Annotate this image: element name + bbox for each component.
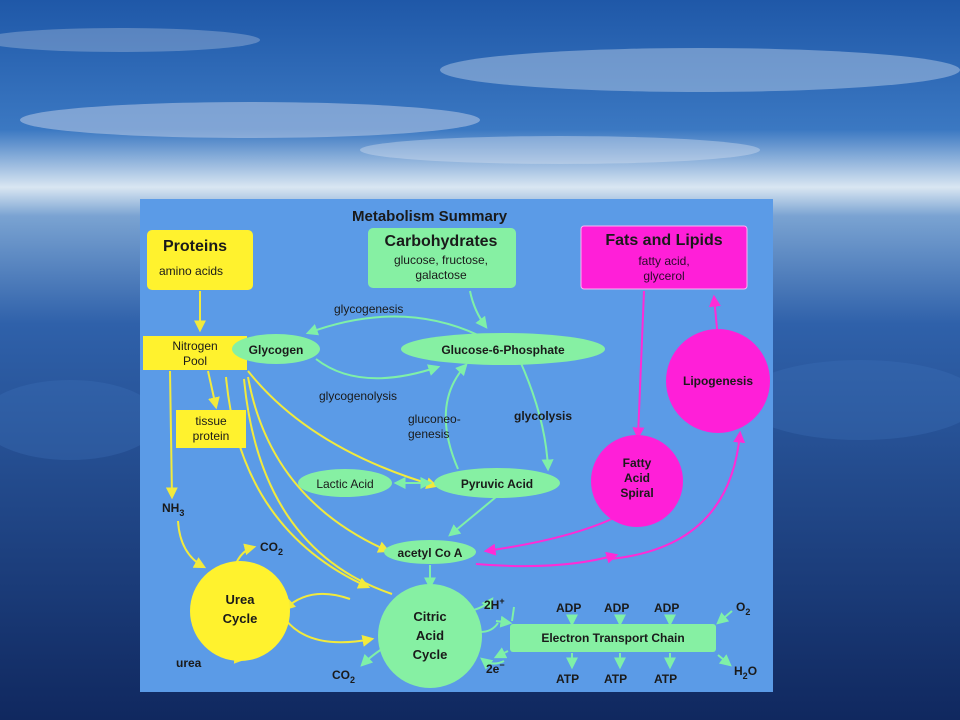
arrow-nh3-to-urea [177, 520, 207, 569]
glucose-6-phosphate-label: Glucose-6-Phosphate [441, 343, 565, 357]
etc-label: Electron Transport Chain [541, 631, 684, 645]
2h-plus-label: 2H+ [484, 596, 505, 612]
citric-acid-line2: Acid [416, 628, 444, 643]
proteins-box: Proteins amino acids [147, 230, 253, 290]
arrow-acetyl-to-right [475, 551, 619, 568]
lipogenesis-label: Lipogenesis [683, 374, 753, 388]
fatty-acid-spiral-line3: Spiral [620, 486, 653, 500]
nh3-label: NH3 [162, 501, 184, 518]
arrow-spiral-to-acetyl [483, 516, 617, 556]
glycogenesis-label: glycogenesis [334, 302, 403, 316]
adp-label-1: ADP [556, 601, 581, 615]
arrow-2e-to-citric [480, 657, 505, 670]
metabolism-diagram: Metabolism Summary Proteins amino acids … [143, 208, 770, 688]
urea-cycle-line1: Urea [226, 592, 256, 607]
citric-acid-cycle-node: Citric Acid Cycle [378, 584, 482, 688]
arrow-e-into-etc [493, 647, 509, 659]
acetyl-coa-label: acetyl Co A [398, 546, 463, 560]
arrow-h-into-etc [495, 615, 513, 628]
arrow-gluconeogenesis [444, 363, 468, 470]
arrow-nitrogen-to-pyruvic [247, 370, 439, 490]
pyruvic-acid-label: Pyruvic Acid [461, 477, 533, 491]
glycogen-label: Glycogen [249, 343, 304, 357]
arrow-pyruvic-to-acetyl [448, 496, 497, 537]
nitrogen-pool-box: Nitrogen Pool [143, 336, 247, 370]
metabolism-diagram-panel: Metabolism Summary Proteins amino acids … [140, 199, 773, 692]
carbohydrates-box: Carbohydrates glucose, fructose, galacto… [368, 228, 516, 288]
tissue-protein-line1: tissue [195, 414, 227, 428]
arrow-nitrogen-to-nh3 [165, 370, 178, 500]
arrow-nitrogen-to-tissue [207, 370, 220, 410]
fats-line1: fatty acid, [638, 254, 689, 268]
adp-label-3: ADP [654, 601, 679, 615]
co2-bottom-label: CO2 [332, 668, 355, 685]
arrow-glycogenesis [305, 315, 479, 336]
adp-label-2: ADP [604, 601, 629, 615]
fats-title: Fats and Lipids [605, 232, 722, 249]
arrow-urea-to-citric [284, 618, 375, 647]
arrow-carbs-to-g6p [469, 290, 488, 329]
citric-acid-line3: Cycle [413, 647, 448, 662]
glycolysis-label: glycolysis [514, 409, 572, 423]
lactic-acid-node: Lactic Acid [298, 469, 392, 497]
fatty-acid-spiral-line1: Fatty [623, 456, 652, 470]
glycogenolysis-label: glycogenolysis [319, 389, 397, 403]
atp-label-3: ATP [654, 672, 677, 686]
glycogen-node: Glycogen [232, 334, 320, 364]
carbohydrates-line2: galactose [415, 268, 467, 282]
proteins-subtitle: amino acids [159, 264, 223, 278]
urea-cycle-line2: Cycle [223, 611, 258, 626]
urea-cycle-node: Urea Cycle [190, 561, 290, 661]
h2o-label: H2O [734, 664, 757, 681]
lactic-acid-label: Lactic Acid [316, 477, 373, 491]
glucose-6-phosphate-node: Glucose-6-Phosphate [401, 333, 605, 365]
fats-lipids-box: Fats and Lipids fatty acid, glycerol [580, 225, 748, 290]
nitrogen-pool-line1: Nitrogen [172, 339, 217, 353]
gluconeogenesis-line1: gluconeo- [408, 412, 461, 426]
lipogenesis-node: Lipogenesis [666, 329, 770, 433]
arrow-fats-to-spiral [632, 290, 645, 440]
acetyl-coa-node: acetyl Co A [384, 540, 476, 564]
pyruvic-acid-node: Pyruvic Acid [434, 468, 560, 498]
2e-minus-label: 2e− [486, 660, 505, 676]
arrow-acetyl-to-lipogenesis [609, 430, 746, 560]
arrow-glycogenolysis [315, 358, 441, 380]
electron-transport-chain-box: Electron Transport Chain [510, 624, 716, 652]
nitrogen-pool-line2: Pool [183, 354, 207, 368]
urea-label: urea [176, 656, 202, 670]
gluconeogenesis-line2: genesis [408, 427, 449, 441]
carbohydrates-line1: glucose, fructose, [394, 253, 488, 267]
proteins-title: Proteins [163, 238, 227, 255]
arrow-citric-to-urea [283, 592, 351, 611]
citric-acid-line1: Citric [413, 609, 446, 624]
tissue-protein-box: tissue protein [176, 410, 246, 448]
fats-line2: glycerol [643, 269, 684, 283]
arrow-nitrogen-to-acetyl [247, 376, 391, 553]
fatty-acid-spiral-node: Fatty Acid Spiral [591, 435, 683, 527]
line-2h-to-etc [511, 606, 515, 622]
arrow-etc-to-h2o [717, 654, 732, 667]
atp-label-1: ATP [556, 672, 579, 686]
fatty-acid-spiral-line2: Acid [624, 471, 650, 485]
o2-label: O2 [736, 600, 750, 617]
co2-top-label: CO2 [260, 540, 283, 557]
atp-label-2: ATP [604, 672, 627, 686]
diagram-title: Metabolism Summary [352, 208, 508, 225]
arrow-glycolysis [519, 360, 554, 472]
carbohydrates-title: Carbohydrates [385, 233, 498, 250]
tissue-protein-line2: protein [193, 429, 230, 443]
arrow-o2-into-etc [716, 610, 733, 625]
